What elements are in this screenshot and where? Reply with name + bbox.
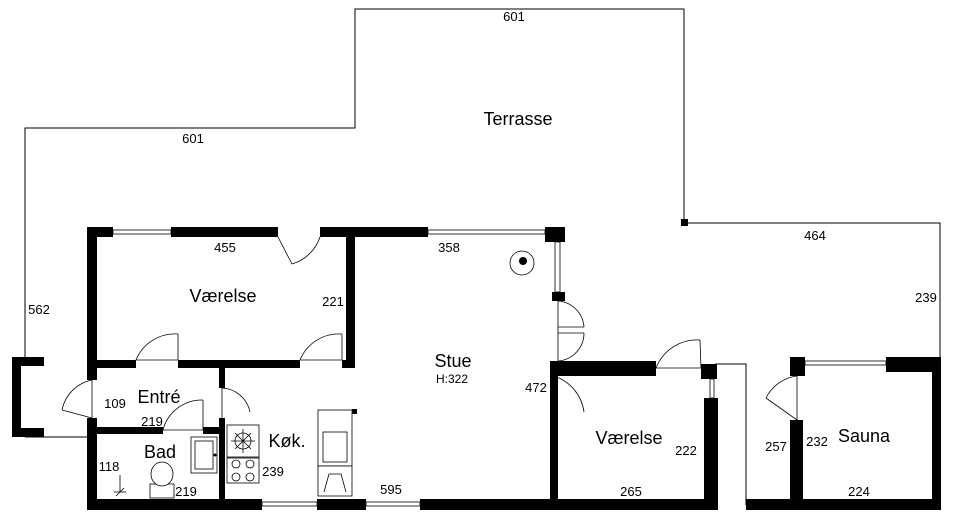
dim-entre-depth: 109 <box>104 396 126 411</box>
dimension-labels: 601 601 464 239 562 455 221 358 472 595 … <box>28 9 937 499</box>
room-label-bad: Bad <box>144 442 176 462</box>
room-label-entre: Entré <box>137 387 180 407</box>
room-label-sauna: Sauna <box>838 426 891 446</box>
dim-stue-side: 472 <box>525 380 547 395</box>
dim-stue-bottom: 595 <box>380 482 402 497</box>
kitchen-counter <box>317 409 353 497</box>
room-height: H:322 <box>436 372 468 386</box>
dim-terrace-left: 601 <box>182 131 204 146</box>
dim-bad-depth: 118 <box>99 459 120 474</box>
walls <box>12 227 941 510</box>
stove-icon <box>226 424 260 458</box>
room-label-vaerelse-top: Værelse <box>189 286 256 306</box>
dim-bad-width: 219 <box>175 484 197 499</box>
hob-icon <box>226 457 260 484</box>
dim-sauna-depth: 232 <box>806 434 828 449</box>
dim-room1-width: 455 <box>214 240 236 255</box>
dim-room2-depth: 222 <box>675 443 697 458</box>
room-label-kok: Køk. <box>268 431 305 451</box>
bath-sink-icon <box>190 436 218 474</box>
dim-stue-top: 358 <box>438 240 460 255</box>
dim-sauna-left: 257 <box>765 439 787 454</box>
room-label-terrasse: Terrasse <box>483 109 552 129</box>
terrace-outline <box>24 8 941 505</box>
dim-terrace-top: 601 <box>503 9 525 24</box>
dim-terrace-right-side: 239 <box>915 290 937 305</box>
dim-terrace-right: 464 <box>804 228 826 243</box>
dim-entre-width: 219 <box>141 414 163 429</box>
room-labels: Terrasse Værelse Stue H:322 Entré Bad Kø… <box>137 109 891 462</box>
windows <box>112 229 887 507</box>
room-label-stue: Stue <box>434 351 471 371</box>
dim-kok-depth: 239 <box>262 464 284 479</box>
dim-sauna-width: 224 <box>848 484 870 499</box>
dim-room2-width: 265 <box>620 484 642 499</box>
dim-left-side: 562 <box>28 302 50 317</box>
doors <box>61 236 798 431</box>
toilet-icon <box>149 461 175 499</box>
shower-icon <box>114 475 126 497</box>
room-label-vaerelse-bottom: Værelse <box>595 428 662 448</box>
dim-room1-depth: 221 <box>322 294 344 309</box>
fixtures <box>114 250 535 499</box>
fireplace-icon <box>509 250 535 276</box>
